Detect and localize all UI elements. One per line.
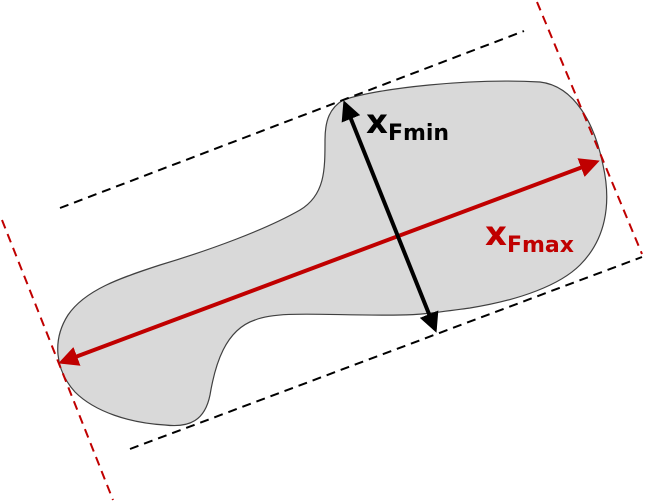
fmax-tangent-left (1, 219, 114, 501)
fmax-arrow (58, 158, 600, 366)
fmin-label: xFmin (366, 102, 449, 146)
fmin-label-main: x (366, 102, 388, 142)
fmax-label-main: x (485, 214, 507, 254)
fmax-tangent-right (536, 1, 643, 255)
fmax-label: xFmax (485, 214, 574, 258)
fmin-arrow (341, 100, 439, 333)
fmin-label-sub: Fmin (388, 121, 449, 146)
fmax-label-sub: Fmax (507, 233, 574, 258)
